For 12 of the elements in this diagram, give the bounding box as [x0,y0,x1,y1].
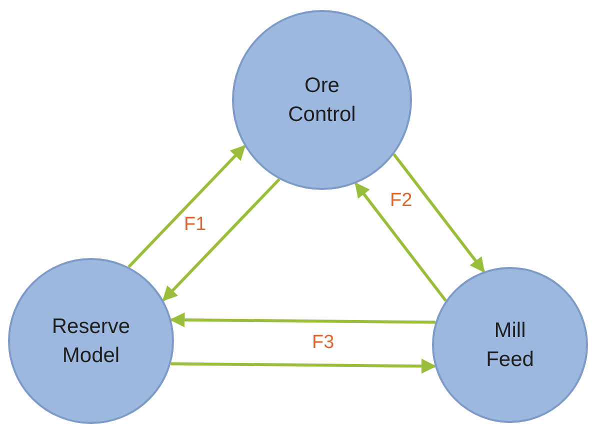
arrow [392,153,486,273]
arrow [170,358,436,374]
flow-label: F3 [312,332,334,354]
node-label: Mill Feed [485,318,535,373]
arrow [170,312,436,328]
arrow [354,182,447,302]
flow-label: F2 [390,190,412,212]
flow-label: F1 [184,214,206,236]
node-label: Ore Control [287,72,357,128]
node-label: Reserve Model [50,314,132,369]
arrow [128,144,246,268]
arrow [162,178,280,302]
